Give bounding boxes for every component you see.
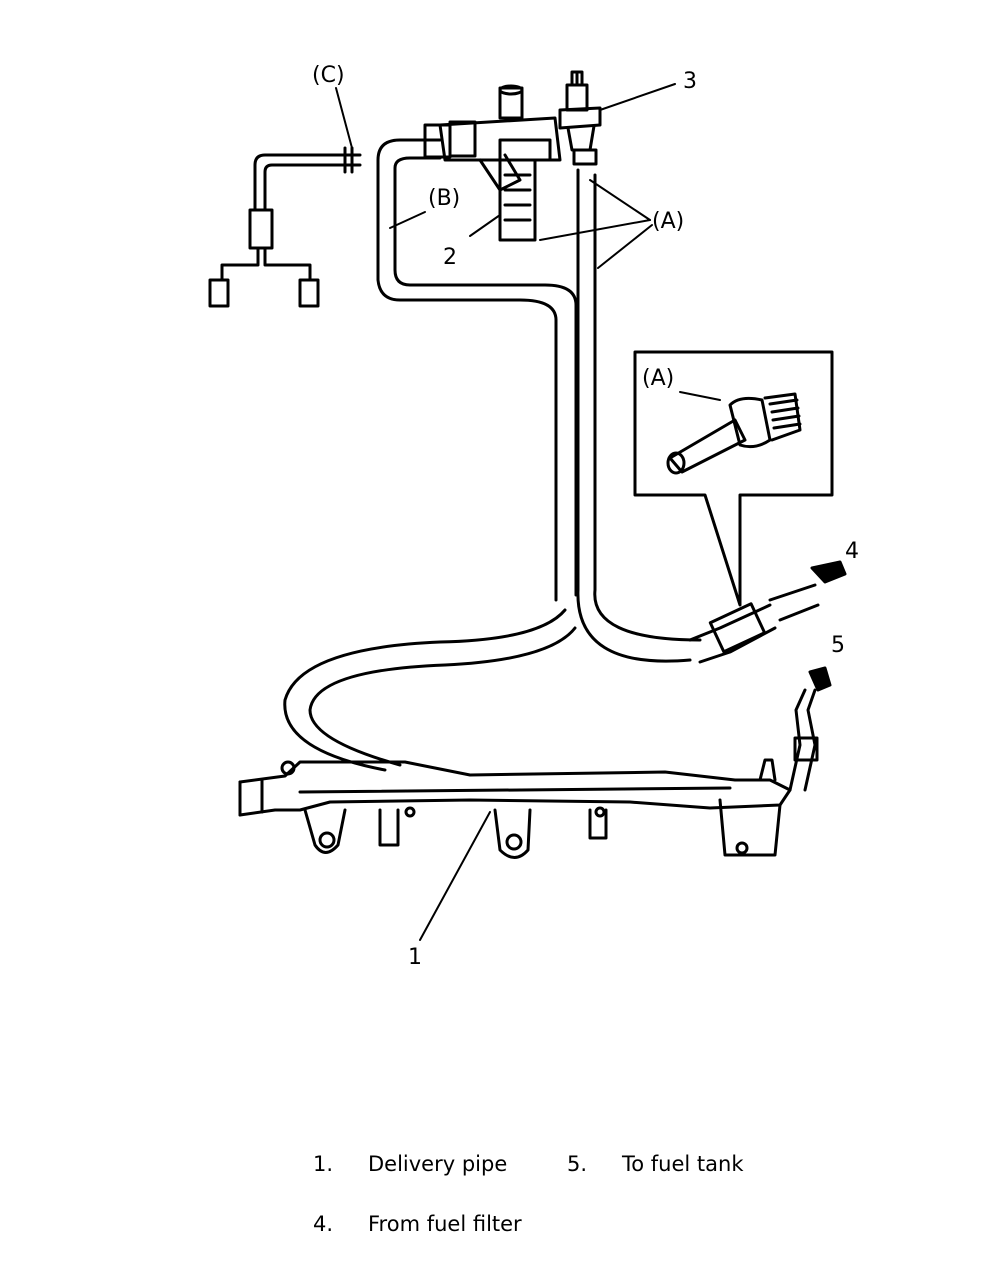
- callout-c: (C): [312, 63, 345, 88]
- callout-a: (A): [652, 209, 684, 234]
- callout-b: (B): [428, 186, 460, 211]
- regulator-assembly: [423, 70, 602, 242]
- delivery-pipe: [238, 758, 792, 859]
- legend-text: Delivery pipe: [368, 1152, 508, 1176]
- hose-c: [208, 146, 362, 308]
- fuel-pipe-vertical: [554, 168, 702, 663]
- callout-inset-a: (A): [642, 366, 674, 391]
- legend-number: 1.: [313, 1152, 334, 1176]
- callout-5: 5: [831, 633, 845, 658]
- legend-number: 4.: [313, 1212, 334, 1236]
- legend-number: 5.: [567, 1152, 588, 1176]
- leader-lines: [335, 83, 721, 941]
- legend-item-from-fuel-filter: 4. From fuel filter: [313, 1212, 522, 1236]
- callout-2: 2: [443, 245, 457, 270]
- hose-b: [376, 138, 578, 322]
- callout-3: 3: [683, 69, 697, 94]
- callout-1: 1: [408, 945, 422, 970]
- legend-text: From fuel filter: [368, 1212, 522, 1236]
- fuel-filter-connector: [688, 560, 847, 664]
- callout-4: 4: [845, 539, 859, 564]
- legend-item-to-fuel-tank: 5. To fuel tank: [567, 1152, 744, 1176]
- inset-box: [633, 350, 834, 607]
- fuel-hose-loop: [283, 608, 577, 772]
- legend-text: To fuel tank: [622, 1152, 744, 1176]
- fuel-tank-connector: [788, 666, 832, 792]
- legend-item-delivery-pipe: 1. Delivery pipe: [313, 1152, 507, 1176]
